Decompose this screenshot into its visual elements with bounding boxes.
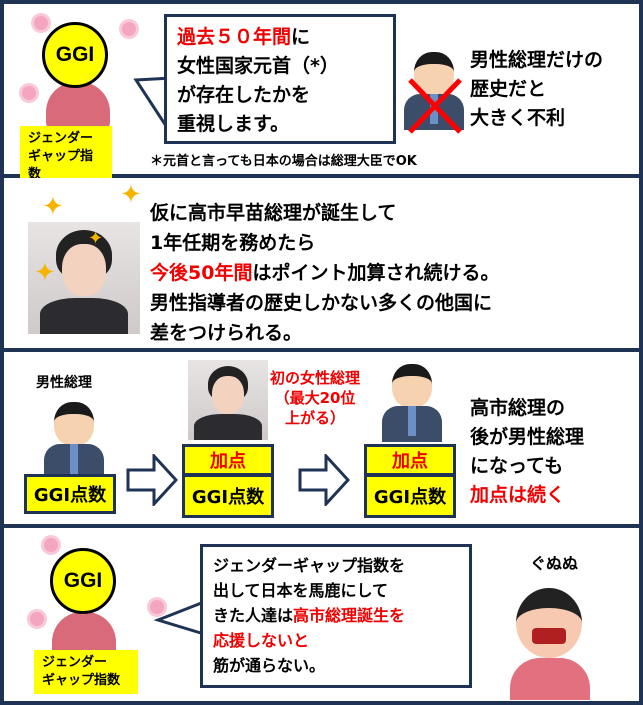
text-line: 初の女性総理 — [270, 369, 361, 387]
panel-conclusion: GGI ジェンダー ギャップ指数 ジェンダーギャップ指数を 出して日本を馬鹿にし… — [4, 528, 639, 701]
label-line: ギャップ指数 — [42, 673, 121, 688]
flower-icon — [122, 22, 136, 36]
ggi-label: ジェンダー ギャップ指数 — [34, 650, 138, 694]
male-pm-icon — [382, 364, 442, 442]
sparkle-icon: ✦ — [88, 228, 104, 249]
angry-woman-icon — [516, 588, 582, 658]
panel-score-flow: 男性総理 GGI点数 初の女性総理 （最大20位 上がる） 加点 GGI点数 加… — [4, 352, 639, 524]
bubble-text: が存在したかを — [177, 84, 311, 106]
female-pm-label: 初の女性総理 （最大20位 上がる） — [270, 368, 360, 428]
text-line: 上がる） — [285, 409, 346, 427]
flower-icon — [22, 86, 36, 100]
ggi-score-box: GGI点数 — [182, 474, 274, 518]
ggi-score-box: GGI点数 — [364, 474, 456, 518]
panel-ggi-explanation: GGI ジェンダー ギャップ指数 過去５０年間に 女性国家元首（*） が存在した… — [4, 4, 639, 188]
ggi-badge: GGI — [50, 548, 116, 614]
sparkle-icon: ✦ — [120, 180, 142, 210]
bubble-text: 出して日本を馬鹿にして — [213, 581, 389, 600]
text-line: 1年任期を務めたら — [150, 232, 316, 254]
text-line: はポイント加算され続ける。 — [252, 262, 500, 284]
text-line: 男性指導者の歴史しかない多くの他国に — [150, 292, 493, 314]
highlight-text: 高市総理誕生を — [293, 606, 406, 625]
flower-icon — [34, 16, 48, 30]
bubble-text: 重視します。 — [177, 113, 290, 135]
text-line: 男性総理だけの — [470, 49, 604, 71]
continuation-text: 高市総理の 後が男性総理 になっても 加点は続く — [470, 394, 584, 510]
speech-bubble: 過去５０年間に 女性国家元首（*） が存在したかを 重視します。 — [164, 14, 396, 144]
text-line: 後が男性総理 — [470, 426, 585, 448]
angry-woman-body-icon — [510, 658, 590, 700]
text-line: になっても — [470, 455, 564, 477]
male-pm-icon — [44, 402, 104, 480]
ggi-label: ジェンダー ギャップ指数 — [20, 126, 112, 188]
bubble-tail-icon — [154, 600, 205, 636]
highlight-text: 加点は続く — [470, 484, 566, 506]
label-line: ジェンダー — [28, 131, 94, 146]
text-line: 大きく不利 — [470, 107, 566, 129]
bubble-tail-icon — [133, 76, 173, 133]
angry-text: ぐぬぬ — [530, 554, 579, 573]
flower-icon — [30, 612, 44, 626]
arrow-right-icon — [126, 454, 178, 506]
label-line: ジェンダー — [42, 655, 108, 670]
character-body-icon — [46, 82, 110, 132]
flower-icon — [150, 600, 164, 614]
text-line: （最大20位 — [274, 389, 356, 407]
takaichi-photo — [188, 360, 268, 440]
bubble-text: に — [291, 26, 311, 48]
male-pm-label: 男性総理 — [36, 375, 92, 391]
ggi-badge: GGI — [42, 22, 108, 88]
highlight-text: 今後50年間 — [150, 262, 253, 284]
text-line: 高市総理の — [470, 397, 566, 419]
flower-icon — [44, 538, 58, 552]
speech-bubble: ジェンダーギャップ指数を 出して日本を馬鹿にして きた人達は高市総理誕生を 応援… — [200, 544, 472, 688]
disadvantage-text: 男性総理だけの 歴史だと 大きく不利 — [470, 46, 603, 133]
bubble-text: 女性国家元首（*） — [177, 55, 339, 77]
bonus-box: 加点 — [182, 444, 274, 476]
bubble-text: ジェンダーギャップ指数を — [213, 556, 406, 575]
bubble-text: きた人達は — [213, 606, 294, 625]
text-line: 歴史だと — [470, 78, 547, 100]
ggi-score-box: GGI点数 — [24, 474, 116, 514]
cross-mark-icon — [408, 78, 462, 134]
bubble-text: 筋が通らない。 — [213, 656, 326, 675]
footnote: ＊元首と言っても日本の場合は総理大臣でOK — [150, 154, 417, 169]
text-line: 差をつけられる。 — [150, 322, 303, 344]
sparkle-icon: ✦ — [42, 192, 64, 222]
panel-takaichi-scenario: ✦ ✦ ✦ ✦ 仮に高市早苗総理が誕生して 1年任期を務めたら 今後50年間はポ… — [4, 178, 639, 348]
highlight-text: 応援しないと — [213, 631, 310, 650]
text-line: 仮に高市早苗総理が誕生して — [150, 202, 397, 224]
arrow-right-icon — [298, 454, 350, 506]
takaichi-photo — [28, 222, 140, 334]
sparkle-icon: ✦ — [34, 258, 56, 288]
scenario-text: 仮に高市早苗総理が誕生して 1年任期を務めたら 今後50年間はポイント加算され続… — [150, 198, 499, 348]
highlight-text: 過去５０年間 — [177, 26, 292, 48]
bonus-box: 加点 — [364, 444, 456, 476]
angry-mouth-icon — [532, 628, 566, 644]
